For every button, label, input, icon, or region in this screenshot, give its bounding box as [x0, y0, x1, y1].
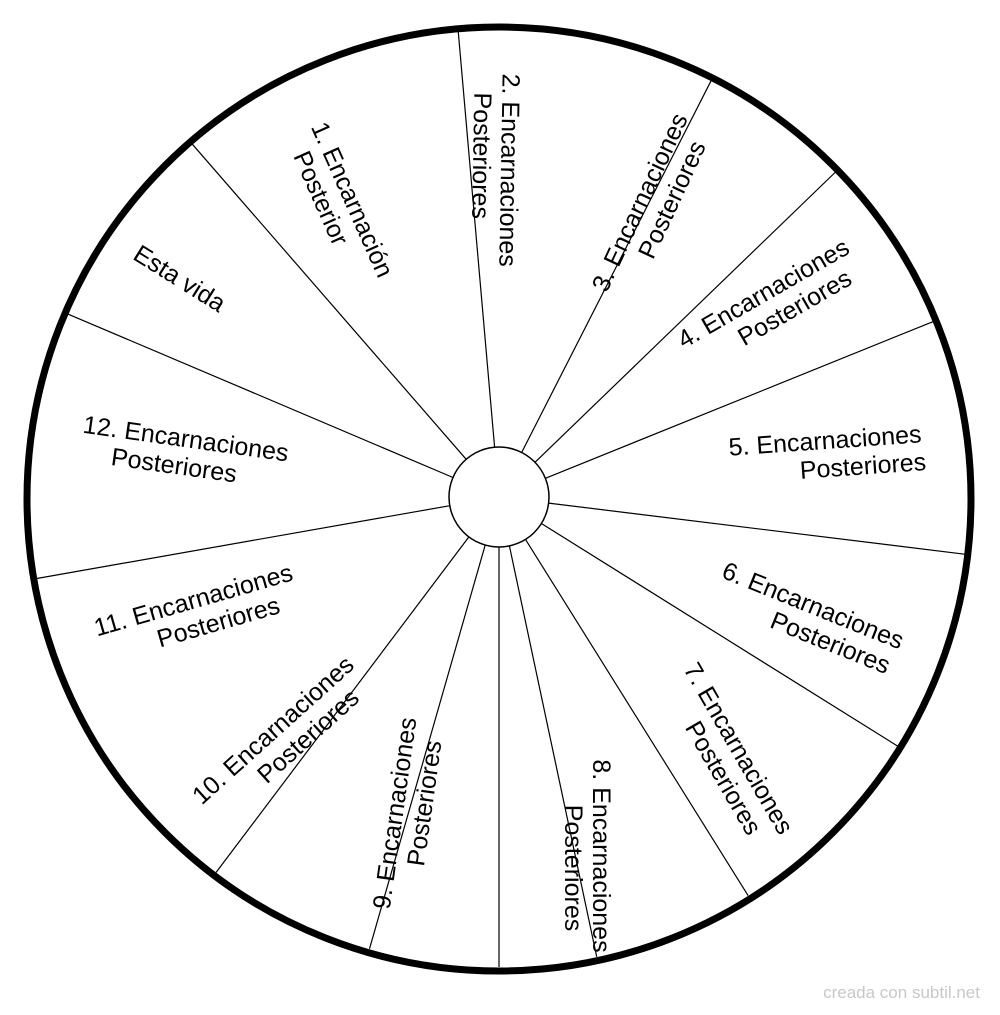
wheel-spoke — [368, 544, 486, 949]
outer-ring — [23, 23, 975, 975]
wheel-spoke — [524, 539, 749, 896]
wheel-spoke — [66, 312, 454, 479]
wheel-spoke — [190, 141, 467, 460]
segment-label-line: 2. Encarnaciones — [493, 73, 524, 267]
segment-label-line: Posteriores — [559, 805, 587, 931]
wheel-spoke — [521, 77, 713, 453]
credit-text: creada con subtil.net — [823, 983, 980, 1002]
wheel-spoke — [548, 502, 966, 555]
segment-label-line: Esta vida — [128, 240, 230, 318]
segment-13: Esta vida — [128, 240, 230, 318]
wheel-spokes — [35, 28, 966, 967]
segment-label-line: 8. Encarnaciones — [587, 759, 615, 952]
segment-label-line: Posteriores — [466, 92, 496, 219]
wheel-spoke — [457, 28, 496, 448]
wheel-spoke — [541, 522, 898, 747]
wheel-spoke — [215, 536, 470, 873]
wheel-spoke — [35, 505, 450, 580]
center-hub — [448, 446, 550, 548]
wheel-spoke — [545, 320, 936, 479]
wheel-spoke — [534, 170, 838, 463]
wheel-spoke — [508, 545, 598, 957]
